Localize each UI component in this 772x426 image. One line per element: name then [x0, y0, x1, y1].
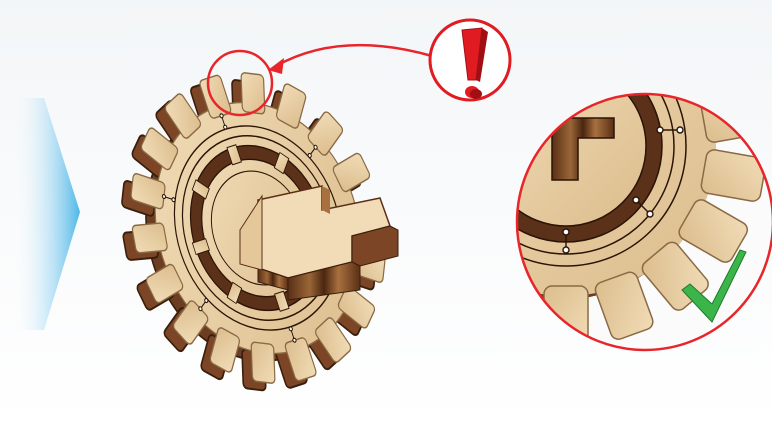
curved-pointer-arrow-icon [268, 45, 432, 74]
gear-assembly [82, 40, 426, 424]
chevron-arrow-icon [12, 98, 80, 330]
warning-exclamation-icon [430, 20, 510, 100]
